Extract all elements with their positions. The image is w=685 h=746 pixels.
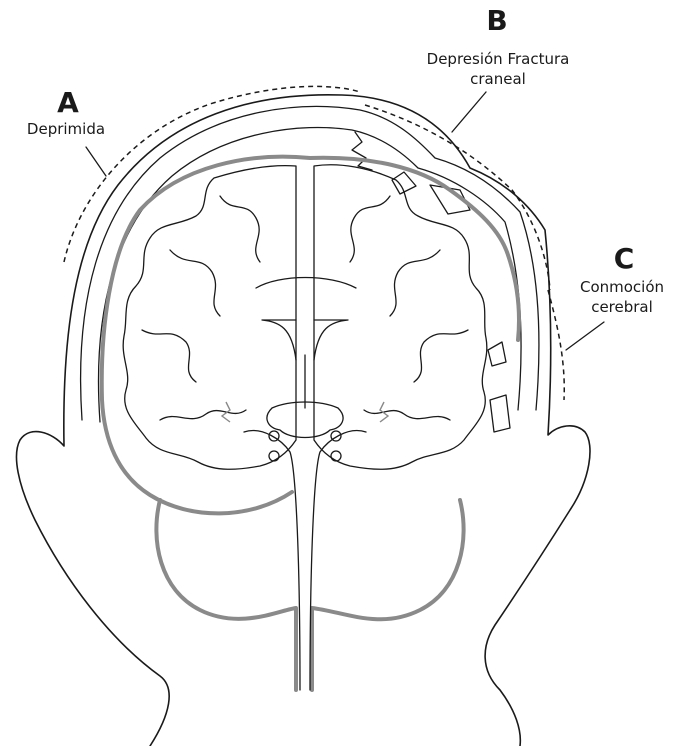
skull-inner [99,127,522,422]
label-c-line2: cerebral [591,298,653,316]
fracture-fragment [490,395,510,432]
label-c-line1: Conmoción [580,278,664,296]
right-gyri [350,196,468,420]
label-b-letter: B [486,4,507,37]
fracture-fragment [488,342,506,366]
ventricle-lower-right [331,451,341,461]
label-c-letter: C [614,242,635,275]
label-b-line1: Depresión Fractura [427,50,570,68]
lateral-ventricles [262,320,348,360]
right-hemisphere [314,165,487,470]
ventricle-right [331,431,341,441]
depressed-area-outline [64,86,360,262]
label-b-line2: craneal [470,70,526,88]
ventricle-lower-left [269,451,279,461]
fracture-crack [352,132,372,170]
label-c-leader [566,322,604,350]
dura-mater [102,157,519,514]
ventricle-left [269,431,279,441]
left-gyri [142,196,260,420]
brainstem [244,402,366,690]
label-b-leader [452,92,486,132]
label-a-text: Deprimida [27,120,105,138]
label-a-leader [86,147,106,176]
label-a-letter: A [57,86,79,119]
corpus-callosum [256,278,356,289]
skull-outer [81,106,539,420]
left-hemisphere [123,166,296,470]
